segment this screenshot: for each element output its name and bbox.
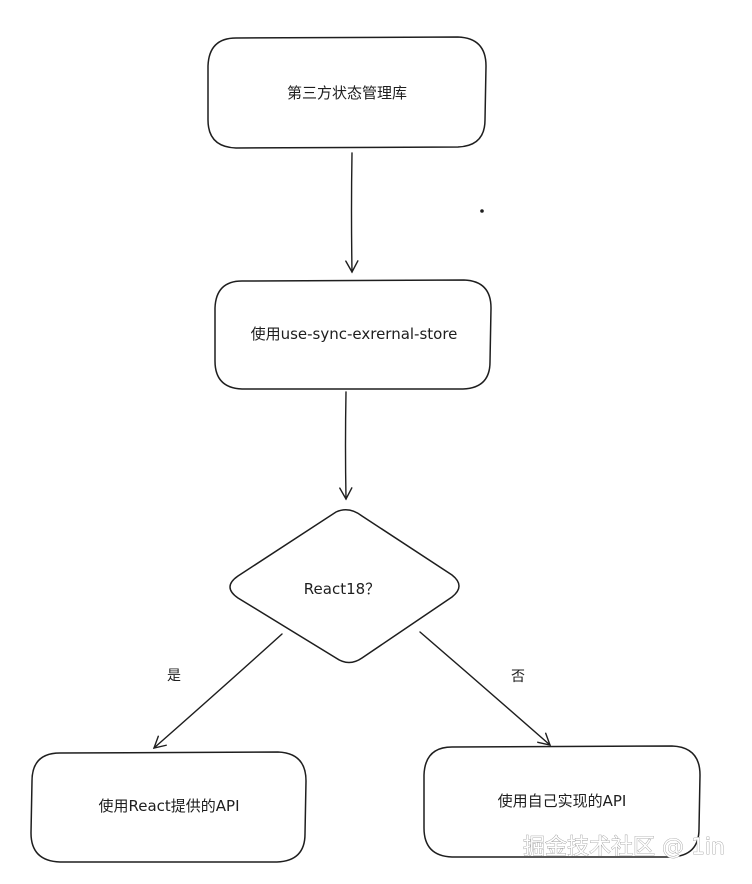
- edge-no-label: 否: [511, 669, 525, 685]
- watermark: 掘金技术社区 @ 1in: [523, 835, 725, 860]
- stray-dot: [480, 209, 484, 213]
- node-use-sync-label: 使用use-sync-exrernal-store: [251, 325, 458, 343]
- node-custom-api: 使用自己实现的API: [423, 745, 701, 858]
- node-react18-check-label: React18？: [304, 580, 380, 598]
- arrow-yes-branch: [152, 633, 283, 749]
- node-state-lib-label: 第三方状态管理库: [287, 84, 407, 102]
- edge-yes-label: 是: [167, 668, 181, 684]
- node-custom-api-label: 使用自己实现的API: [498, 792, 627, 810]
- node-use-sync: 使用use-sync-exrernal-store: [214, 279, 492, 390]
- arrow-no-branch: [419, 631, 552, 746]
- arrow-use-sync-to-react18: [339, 391, 353, 501]
- arrow-state-lib-to-use-sync: [345, 152, 359, 274]
- node-state-lib: 第三方状态管理库: [207, 36, 487, 149]
- node-react-api-label: 使用React提供的API: [98, 797, 239, 815]
- node-react18-check: React18？: [229, 509, 460, 664]
- node-react-api: 使用React提供的API: [30, 751, 307, 863]
